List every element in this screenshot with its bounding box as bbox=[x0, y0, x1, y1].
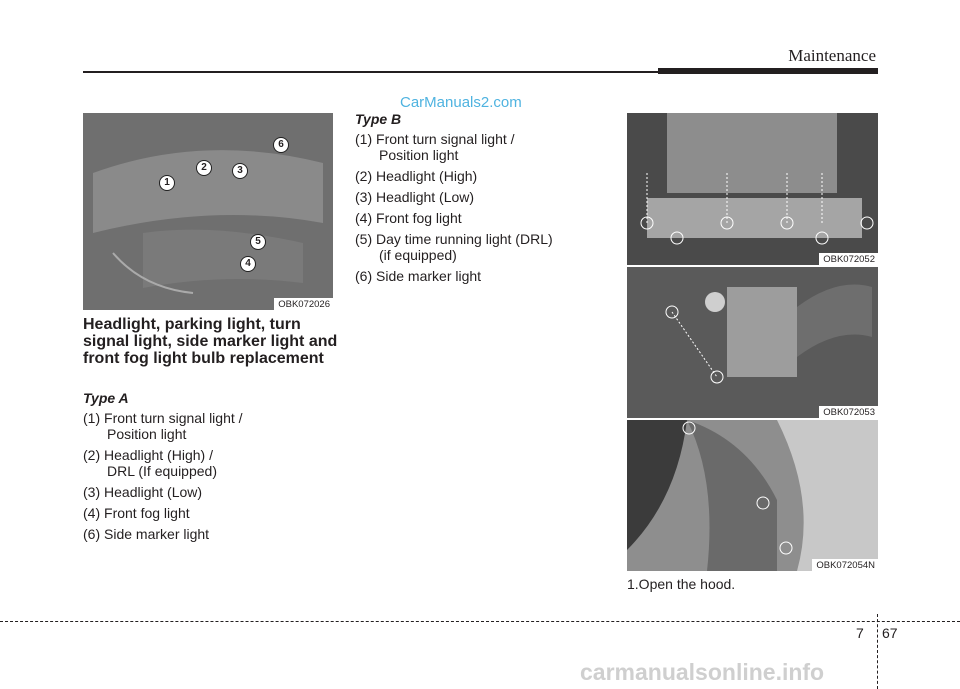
watermark-top: CarManuals2.com bbox=[400, 94, 522, 111]
list-item: (1) Front turn signal light /Position li… bbox=[355, 131, 515, 163]
type-a-label: Type A bbox=[83, 390, 129, 406]
list-item: (1) Front turn signal light /Position li… bbox=[83, 410, 243, 442]
type-b-label: Type B bbox=[355, 111, 402, 127]
photo-caption: OBK072026 bbox=[274, 298, 333, 310]
headlight-photo: 1 2 3 6 5 4 OBK072026 bbox=[83, 113, 333, 310]
list-item: (4) Front fog light bbox=[355, 210, 462, 226]
wheel-arch-photo: OBK072054N bbox=[627, 420, 878, 571]
step-1: 1.Open the hood. bbox=[627, 576, 736, 592]
header-rule-thick bbox=[658, 68, 878, 74]
callout-3: 3 bbox=[232, 163, 248, 179]
footer-watermark: carmanualsonline.info bbox=[580, 659, 825, 685]
footer-divider bbox=[877, 614, 878, 689]
section-heading: Headlight, parking light, turn signal li… bbox=[83, 316, 338, 367]
footer-rule bbox=[0, 621, 960, 622]
engine-side-illustration bbox=[627, 267, 878, 418]
header-rule bbox=[83, 71, 683, 73]
list-item: (3) Headlight (Low) bbox=[83, 484, 203, 500]
list-item: (2) Headlight (High) bbox=[355, 168, 478, 184]
photo-caption: OBK072052 bbox=[819, 253, 878, 265]
photo-caption: OBK072053 bbox=[819, 406, 878, 418]
list-item: (6) Side marker light bbox=[355, 268, 482, 284]
list-item: (3) Headlight (Low) bbox=[355, 189, 475, 205]
list-item: (4) Front fog light bbox=[83, 505, 190, 521]
type-b-block: Type B (1) Front turn signal light /Posi… bbox=[355, 111, 605, 289]
wheel-arch-illustration bbox=[627, 420, 878, 571]
engine-bay-photo: OBK072052 bbox=[627, 113, 878, 265]
engine-side-photo: OBK072053 bbox=[627, 267, 878, 418]
headlight-illustration bbox=[83, 113, 333, 310]
engine-bay-illustration bbox=[627, 113, 878, 265]
page-header-title: Maintenance bbox=[788, 46, 876, 65]
photo-caption: OBK072054N bbox=[812, 559, 878, 571]
callout-4: 4 bbox=[240, 256, 256, 272]
list-item: (5) Day time running light (DRL)(if equi… bbox=[355, 231, 553, 263]
callout-5: 5 bbox=[250, 234, 266, 250]
callout-1: 1 bbox=[159, 175, 175, 191]
callout-6: 6 bbox=[273, 137, 289, 153]
chapter-number: 7 bbox=[856, 625, 864, 641]
list-item: (2) Headlight (High) /DRL (If equipped) bbox=[83, 447, 217, 479]
type-a-block: Type A (1) Front turn signal light /Posi… bbox=[83, 390, 343, 547]
page-number: 67 bbox=[882, 625, 898, 641]
callout-2: 2 bbox=[196, 160, 212, 176]
list-item: (6) Side marker light bbox=[83, 526, 210, 542]
